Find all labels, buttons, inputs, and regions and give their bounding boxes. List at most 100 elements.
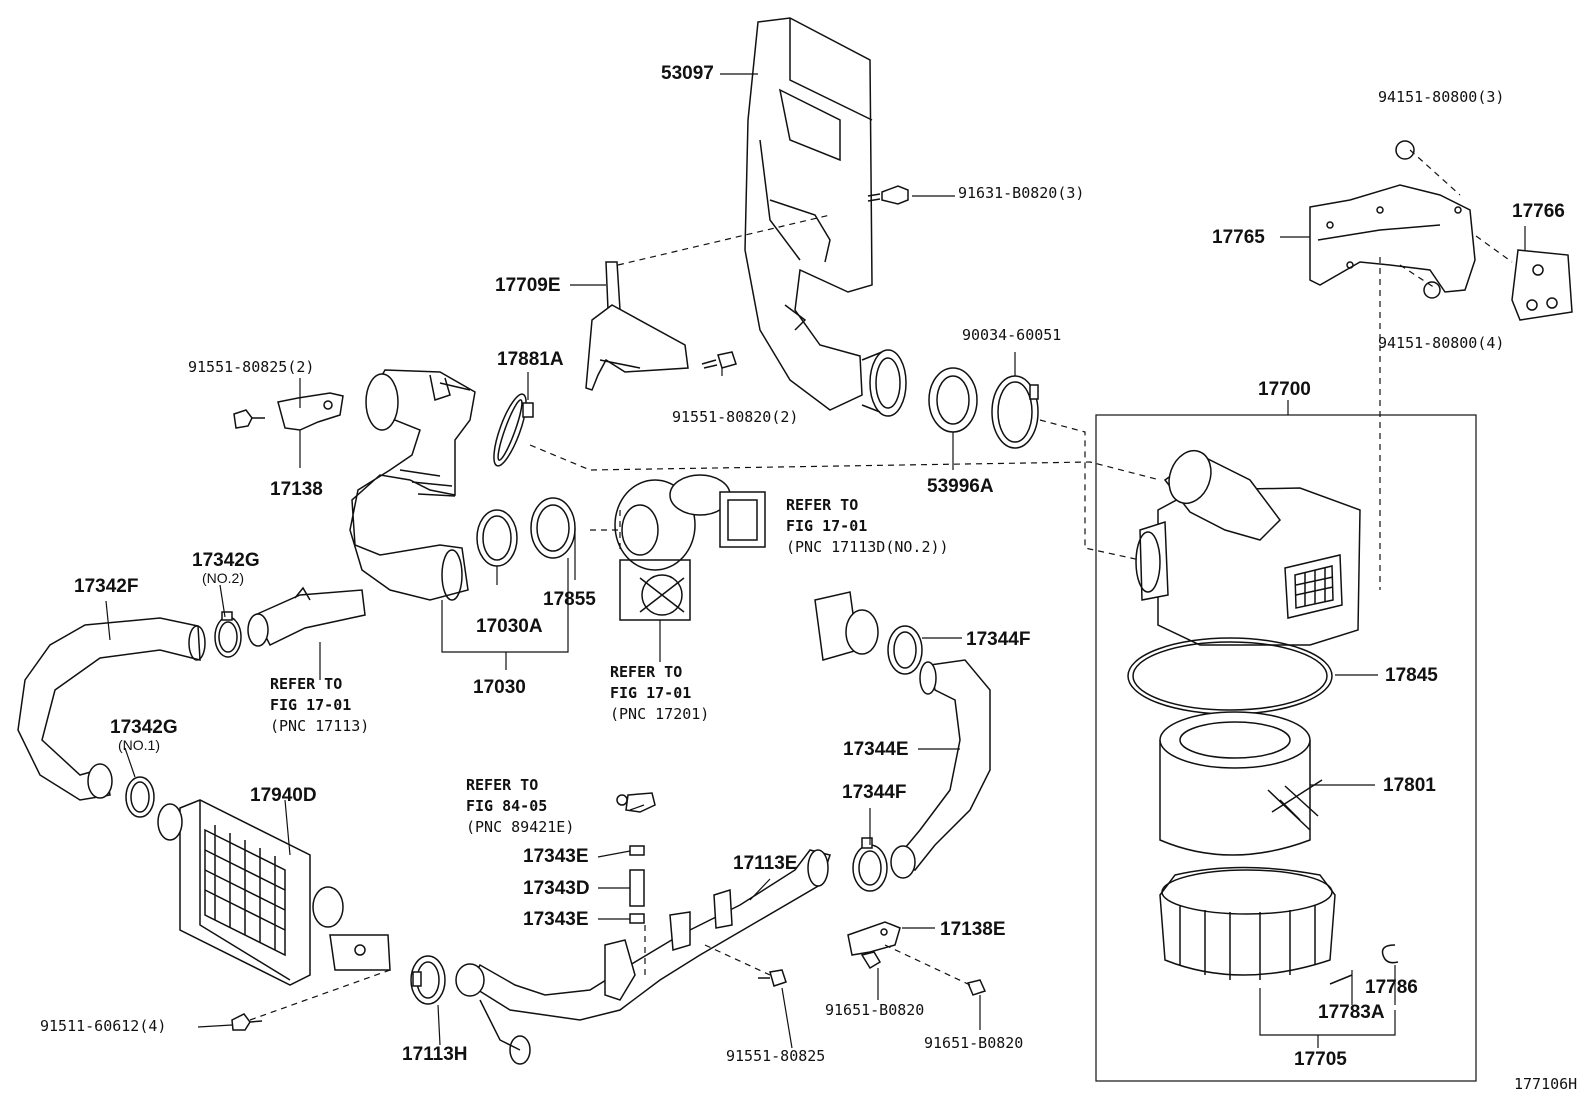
callout-17709E: 17709E — [495, 275, 561, 296]
bolt-91631 — [867, 185, 909, 205]
clamp-17855 — [530, 497, 576, 559]
bracket-17709E — [585, 261, 689, 391]
dashed-lines — [249, 149, 1513, 1021]
reference-line: REFER TO — [466, 776, 539, 794]
callout-53996A: 53996A — [927, 476, 994, 497]
reference-line: FIG 17-01 — [786, 517, 868, 535]
hose-17344E — [890, 659, 991, 879]
callout-17344E: 17344E — [843, 739, 909, 760]
reference-line: FIG 17-01 — [270, 696, 352, 714]
reference-line: FIG 17-01 — [610, 684, 692, 702]
reference-line: (PNC 17113) — [270, 717, 370, 735]
air-cleaner-housing — [1135, 449, 1361, 646]
callout-17030: 17030 — [473, 677, 526, 698]
nut-94151-4 — [1423, 281, 1441, 299]
callout-17342F: 17342F — [74, 576, 139, 597]
air-cleaner-case-17705 — [1159, 866, 1336, 980]
pipe-17113E — [455, 849, 831, 1065]
callout-17343E-upper: 17343E — [523, 846, 589, 867]
bracket-17138 — [233, 392, 344, 431]
callout-17783A: 17783A — [1318, 1002, 1385, 1023]
callout-17855: 17855 — [543, 589, 596, 610]
nut-94151-3 — [1395, 140, 1415, 160]
callout-17881A: 17881A — [497, 349, 564, 370]
reference-note-turbo-bottom: REFER TO FIG 17-01 (PNC 17201) — [610, 662, 709, 725]
intercooler-17940D — [157, 799, 391, 986]
callout-17765: 17765 — [1212, 227, 1265, 248]
bracket-17765 — [1309, 184, 1476, 293]
bolt-91511 — [231, 1013, 263, 1031]
callout-53097: 53097 — [661, 63, 714, 84]
pipe-refer-17113 — [247, 586, 366, 647]
reference-line: (PNC 89421E) — [466, 818, 575, 836]
intake-hose — [349, 369, 476, 601]
clamp-17344F-upper — [887, 625, 923, 675]
clip-17343E-upper — [629, 845, 645, 856]
callout-17342G-no1-note: (NO.1) — [118, 737, 160, 753]
air-cleaner-group-box — [1095, 414, 1477, 1082]
callout-17801: 17801 — [1383, 775, 1436, 796]
callout-17700: 17700 — [1258, 379, 1311, 400]
clamp-17342G-no2 — [214, 611, 242, 658]
clamp-17113H — [410, 955, 446, 1005]
callout-91551-80825: 91551-80825 — [726, 1047, 826, 1065]
clamp-17881A — [493, 393, 534, 467]
callout-90034-60051: 90034-60051 — [962, 326, 1062, 344]
callout-17342G-no2: 17342G — [192, 550, 260, 571]
leader-lines — [105, 73, 1526, 1049]
gasket-17845 — [1127, 637, 1333, 715]
callout-17705: 17705 — [1294, 1049, 1347, 1070]
reference-line: (PNC 17113D(NO.2)) — [786, 538, 949, 556]
callout-17138: 17138 — [270, 479, 323, 500]
filter-element-17801 — [1159, 711, 1323, 856]
callout-17113E: 17113E — [733, 853, 798, 874]
reference-note-sensor: REFER TO FIG 84-05 (PNC 89421E) — [466, 775, 574, 838]
callout-17113H: 17113H — [402, 1044, 468, 1065]
callout-17766: 17766 — [1512, 201, 1565, 222]
callout-17940D: 17940D — [250, 785, 317, 806]
reference-line: REFER TO — [610, 663, 683, 681]
bracket-17138E — [847, 921, 987, 996]
callout-17344F-lower: 17344F — [842, 782, 907, 803]
hose-17342F — [17, 617, 206, 801]
air-duct-53097 — [744, 17, 907, 417]
clip-17786 — [1381, 944, 1399, 964]
reference-note-turbo-top: REFER TO FIG 17-01 (PNC 17113D(NO.2)) — [786, 495, 949, 558]
reference-line: (PNC 17201) — [610, 705, 710, 723]
callout-17342G-no2-note: (NO.2) — [202, 570, 244, 586]
callout-17845: 17845 — [1385, 665, 1438, 686]
reference-line: FIG 84-05 — [466, 797, 548, 815]
callout-91651-B0820-a: 91651-B0820 — [825, 1001, 925, 1019]
hose-17343D — [629, 869, 645, 907]
pin-17783A — [1329, 974, 1353, 985]
callout-17030A: 17030A — [476, 616, 543, 637]
callout-91511-60612-4: 91511-60612(4) — [40, 1017, 167, 1035]
reference-note-pipe: REFER TO FIG 17-01 (PNC 17113) — [270, 674, 369, 737]
callout-17786: 17786 — [1365, 977, 1418, 998]
sensor-89421E — [616, 792, 656, 813]
outlet-flange-17113D — [814, 591, 879, 661]
diagram-id: 177106H — [1514, 1075, 1578, 1093]
callout-17344F-upper: 17344F — [966, 629, 1031, 650]
callout-91551-80825-2: 91551-80825(2) — [188, 358, 315, 376]
callout-94151-80800-4: 94151-80800(4) — [1378, 334, 1505, 352]
bolt-91551-80820 — [701, 351, 737, 369]
callout-17342G-no1: 17342G — [110, 717, 178, 738]
callout-91651-B0820-b: 91651-B0820 — [924, 1034, 1024, 1052]
callout-17138E: 17138E — [940, 919, 1006, 940]
clamp-17344F-lower — [852, 837, 888, 892]
clip-17343E-lower — [629, 913, 645, 924]
reference-line: REFER TO — [270, 675, 343, 693]
hose-53996A — [928, 367, 978, 433]
callout-91551-80820-2: 91551-80820(2) — [672, 408, 799, 426]
callout-91631-B0820: 91631-B0820(3) — [958, 184, 1085, 202]
turbocharger — [614, 474, 766, 621]
clamp-17030A — [476, 509, 518, 567]
plate-17766 — [1511, 249, 1573, 321]
reference-line: REFER TO — [786, 496, 859, 514]
callout-17343D: 17343D — [523, 878, 590, 899]
clamp-17342G-no1 — [125, 776, 155, 818]
callout-17343E-lower: 17343E — [523, 909, 589, 930]
